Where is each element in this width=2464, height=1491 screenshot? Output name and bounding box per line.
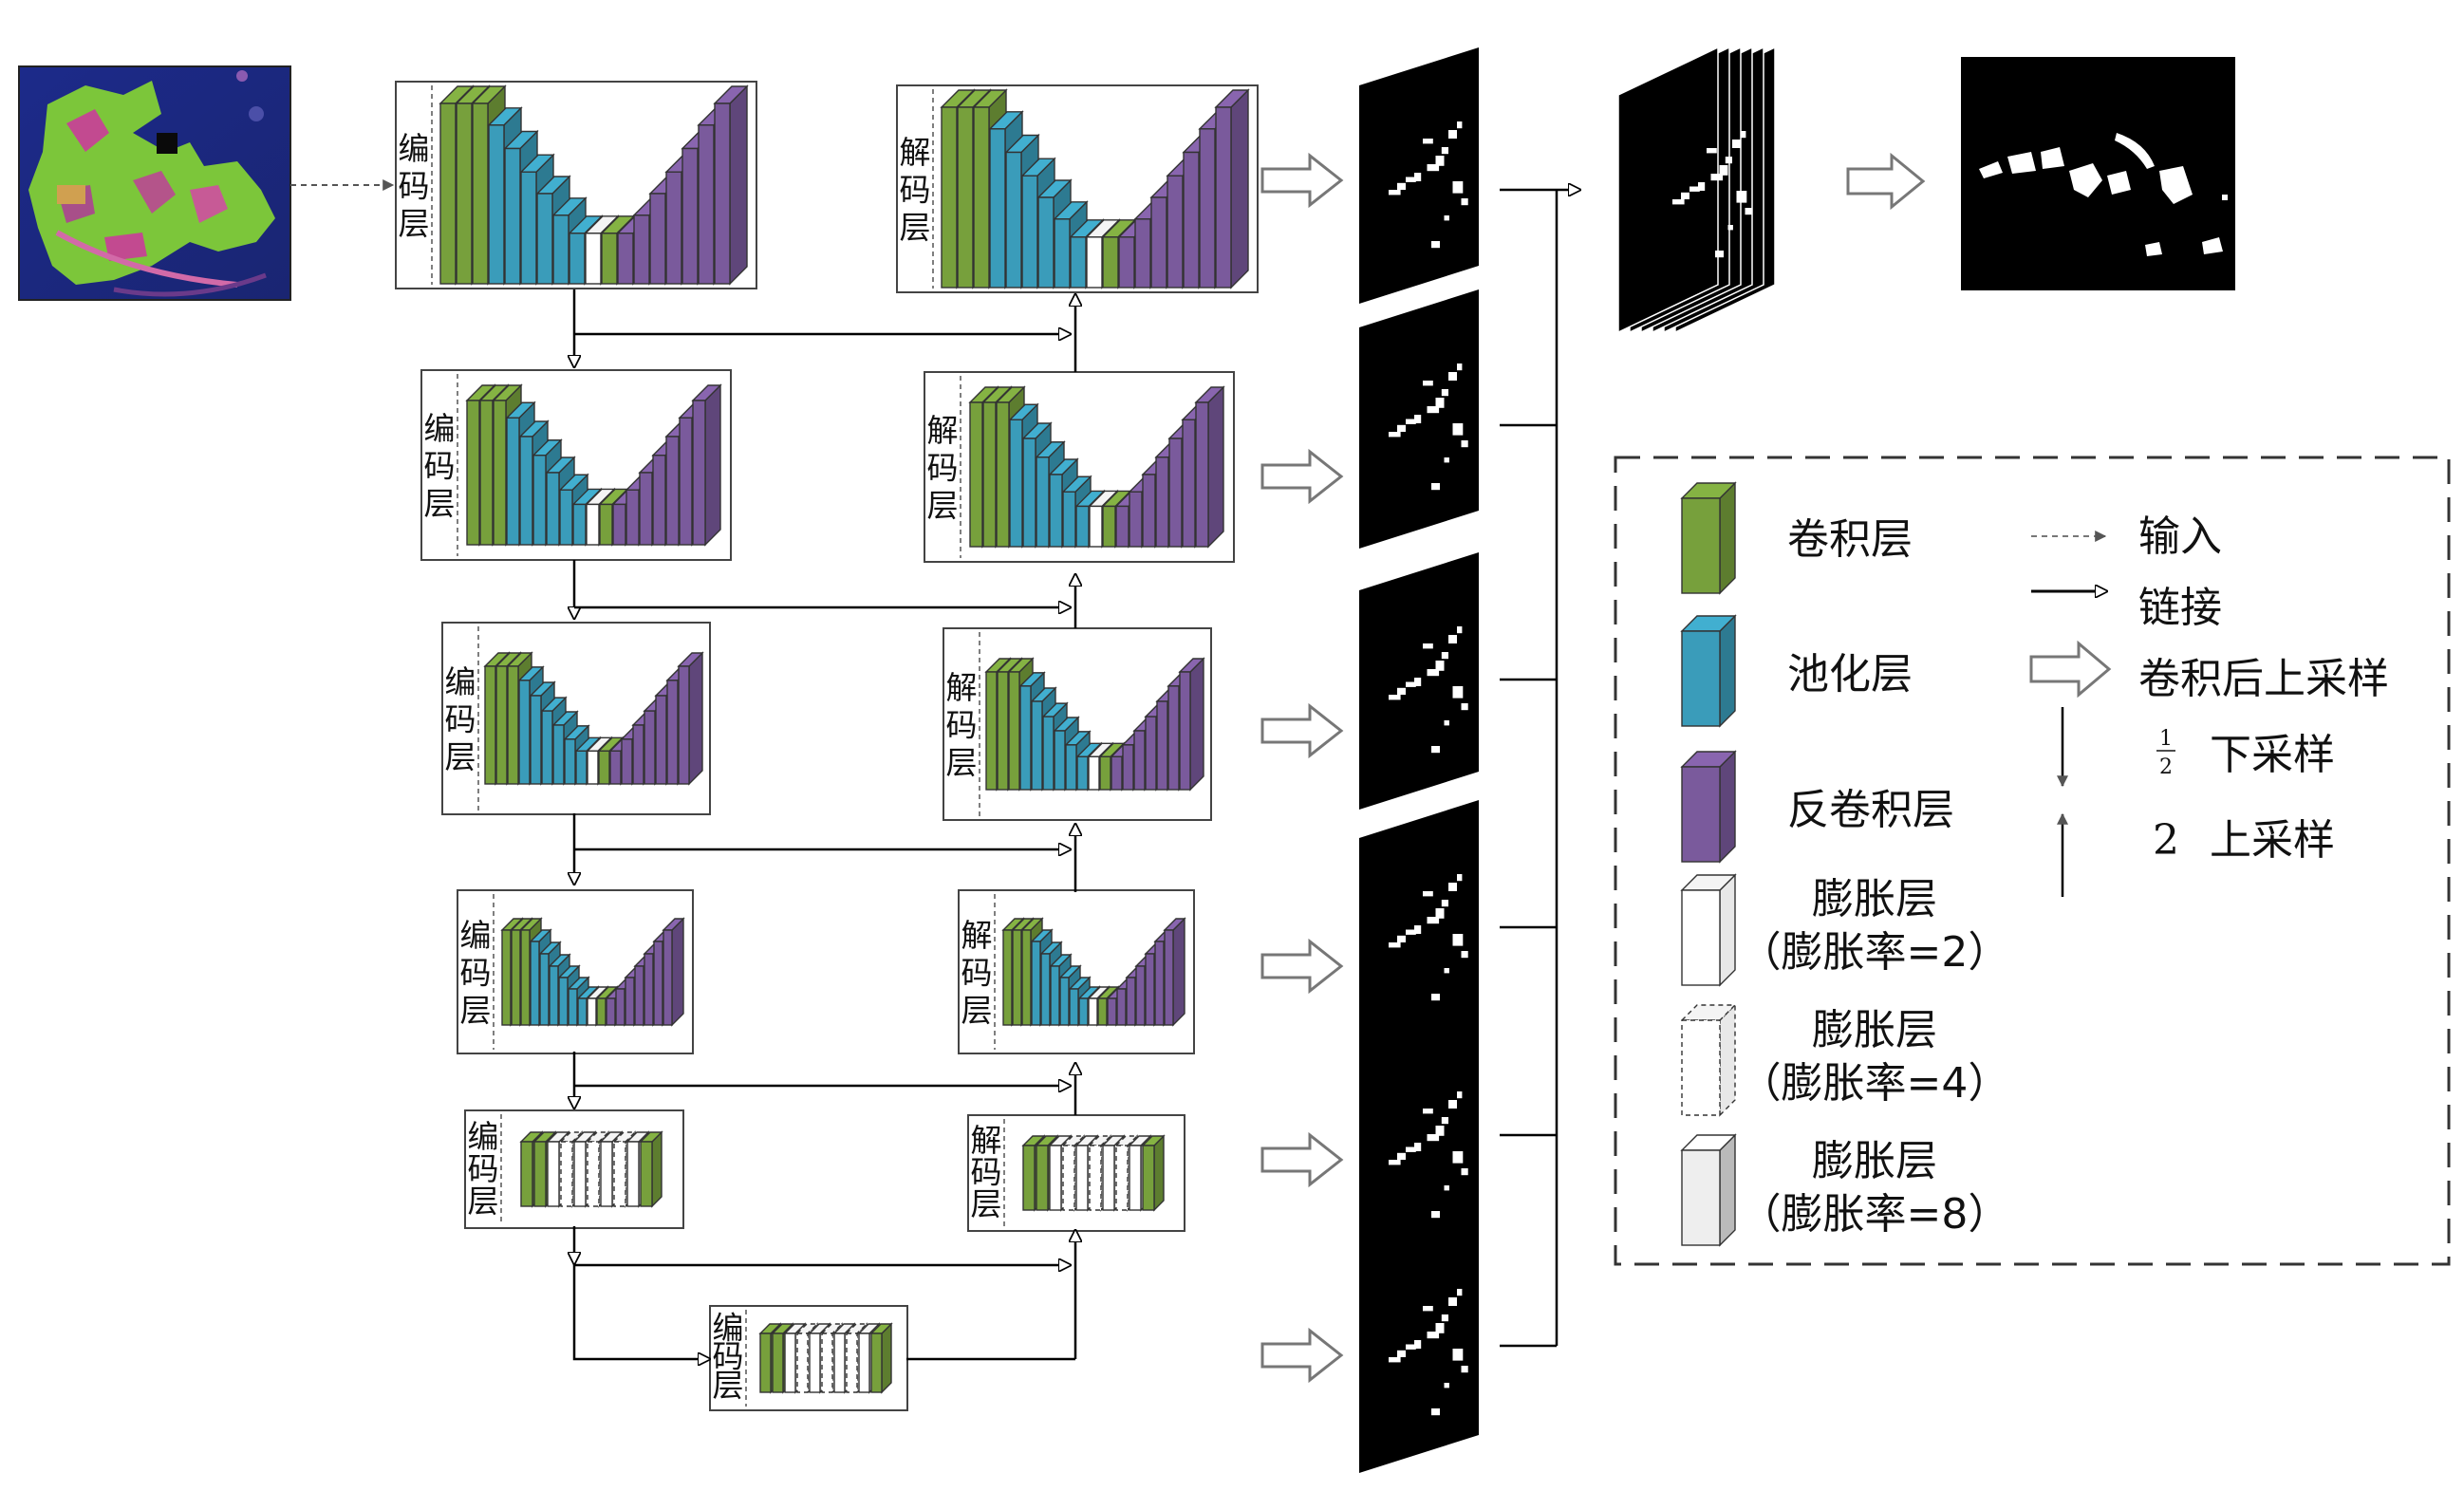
output-mask-4 — [1359, 800, 1479, 1058]
legend-up-number: 2 — [2153, 816, 2179, 865]
encoder-label: 编码层 — [460, 917, 492, 1029]
legend-down-denominator: 2 — [2159, 755, 2173, 779]
legend-dil8-name: 膨胀层 — [1812, 1137, 1937, 1185]
conv-layer — [1141, 1134, 1166, 1212]
legend-dil8-rate: （膨胀率=8） — [1740, 1190, 2010, 1239]
legend-deconv-cube — [1680, 750, 1737, 864]
decoder-block-4: 解码层 — [924, 371, 1235, 563]
result-upsample-arrow — [1846, 152, 1926, 211]
decoder-label: 解码层 — [927, 412, 959, 524]
encoder-label: 编码层 — [445, 663, 476, 775]
legend-pool-label: 池化层 — [1787, 650, 1913, 699]
legend-frame — [1614, 456, 2451, 1266]
stacked-map-blobs — [1672, 131, 1752, 258]
fusion-lines — [1500, 190, 1580, 1348]
legend-conv-upsample-label: 卷积后上采样 — [2138, 655, 2389, 703]
encoder-block-1: 编码层 — [395, 81, 757, 289]
legend-deconv-label: 反卷积层 — [1787, 786, 1954, 834]
output-mask-3 — [1359, 552, 1479, 810]
legend-dilated-r2-cube — [1680, 873, 1737, 987]
conv-layer — [639, 1130, 663, 1208]
deconv-layer — [677, 651, 704, 786]
legend-dilated-r8-cube — [1680, 1133, 1737, 1247]
stacked-map-6 — [1617, 46, 1719, 334]
legend-dil2-name: 膨胀层 — [1812, 875, 1937, 923]
deconv-layer — [713, 84, 749, 286]
skip-link-arrows — [572, 334, 1075, 1359]
encoder-label: 编码层 — [399, 130, 430, 242]
legend-dil2-rate: （膨胀率=2） — [1740, 928, 2010, 977]
encoder-block-11: 编码层 — [709, 1305, 908, 1411]
encoder-block-7: 编码层 — [457, 889, 694, 1054]
upsample-arrow-5 — [1260, 1131, 1344, 1188]
conv-layer — [869, 1322, 893, 1394]
legend-conv-upsample-arrow — [2029, 640, 2112, 699]
legend-dil4-rate: （膨胀率=4） — [1740, 1059, 2010, 1108]
decoder-label: 解码层 — [900, 134, 931, 246]
encoder-label: 编码层 — [424, 410, 456, 522]
legend-upsample-label: 上采样 — [2210, 816, 2335, 865]
legend-dilated-r4-cube — [1680, 1003, 1737, 1117]
deconv-layer — [1163, 917, 1186, 1027]
upsample-arrow-1 — [1260, 152, 1344, 209]
final-segmentation-result — [1961, 57, 2235, 290]
deconv-layer — [691, 383, 722, 547]
decoder-block-2: 解码层 — [896, 84, 1259, 293]
deconv-layer — [1194, 385, 1225, 549]
encoder-block-3: 编码层 — [420, 369, 732, 561]
decoder-label: 解码层 — [961, 917, 993, 1029]
legend: 卷积层 池化层 反卷积层 膨胀层 （膨胀率=2） 膨胀层 （膨胀率=4） 膨胀层… — [1614, 456, 2451, 1266]
encoder-label: 编码层 — [713, 1309, 744, 1404]
output-mask-column — [1359, 47, 1479, 1473]
legend-input-label: 输入 — [2138, 513, 2222, 561]
legend-link-label: 链接 — [2138, 584, 2222, 632]
input-satellite-image — [18, 65, 291, 301]
legend-conv-label: 卷积层 — [1787, 515, 1913, 564]
legend-pool-cube — [1680, 614, 1737, 728]
encoder-block-5: 编码层 — [441, 622, 711, 815]
decoder-label: 解码层 — [946, 669, 978, 781]
upsample-arrow-3 — [1260, 702, 1344, 759]
output-mask-1 — [1359, 47, 1479, 304]
decoder-label: 解码层 — [971, 1122, 1002, 1222]
output-mask-2 — [1359, 289, 1479, 549]
stacked-feature-maps — [1617, 46, 1776, 334]
legend-dil4-name: 膨胀层 — [1812, 1006, 1937, 1054]
decoder-block-8: 解码层 — [958, 889, 1195, 1054]
encoder-block-9: 编码层 — [464, 1109, 684, 1229]
legend-downsample-label: 下采样 — [2210, 731, 2335, 779]
legend-conv-cube — [1680, 481, 1737, 595]
deconv-layer — [1214, 88, 1250, 289]
legend-down-numerator: 1 — [2159, 727, 2173, 751]
upsample-arrow-6 — [1260, 1327, 1344, 1384]
upsample-arrow-2 — [1260, 448, 1344, 505]
output-mask-5 — [1359, 1017, 1479, 1267]
conv-upsample-arrows — [1260, 152, 1344, 1384]
deconv-layer — [662, 917, 685, 1027]
upsample-arrow-4 — [1260, 938, 1344, 995]
decoder-block-6: 解码层 — [943, 627, 1212, 821]
encoder-label: 编码层 — [468, 1118, 499, 1220]
decoder-block-10: 解码层 — [967, 1114, 1185, 1232]
output-mask-6 — [1359, 1215, 1479, 1473]
deconv-layer — [1178, 657, 1205, 792]
